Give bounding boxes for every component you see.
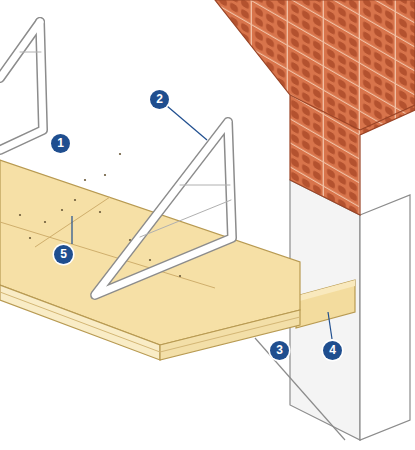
wall-side (360, 195, 410, 440)
brick-course (215, 0, 415, 215)
ledger-batten (296, 280, 355, 328)
callout-number: 2 (150, 90, 169, 109)
callout-number: 1 (51, 134, 70, 153)
callout-number: 3 (270, 341, 289, 360)
callout-number: 5 (54, 245, 73, 264)
leader-lines (72, 106, 332, 339)
shelf-brackets (0, 22, 232, 295)
callout-number: 4 (323, 341, 342, 360)
